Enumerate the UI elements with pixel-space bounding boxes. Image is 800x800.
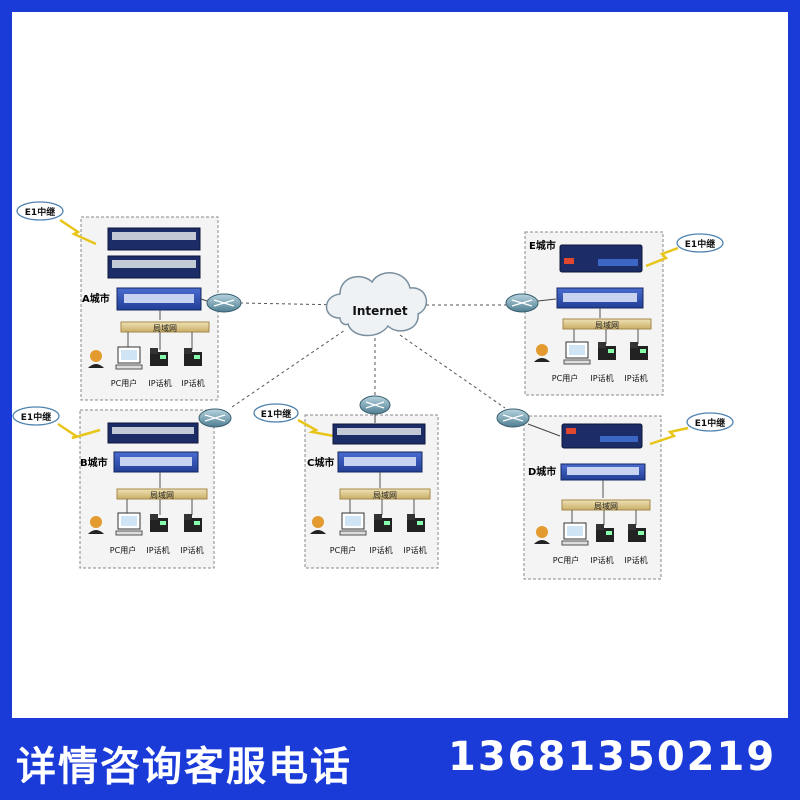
- device-label: IP话机: [148, 378, 171, 388]
- device-label: PC用户: [553, 555, 579, 565]
- device-label: PC用户: [110, 545, 136, 555]
- internet-cloud: Internet: [325, 272, 428, 337]
- ip-phone-icon: [184, 348, 202, 366]
- e1-cloud-icon: E1中继: [16, 201, 64, 221]
- lan-label: 局域网: [373, 490, 397, 500]
- pc-icon: [563, 341, 591, 365]
- gateway-device: [332, 423, 426, 445]
- switch-device: [556, 287, 644, 309]
- e1-cloud-icon: E1中继: [12, 406, 60, 426]
- lan-bar: [561, 499, 651, 511]
- city-label: D城市: [528, 465, 556, 478]
- router-icon: [496, 408, 530, 428]
- gateway-device: [559, 244, 643, 273]
- city-label: A城市: [82, 292, 110, 305]
- user-icon: [534, 526, 550, 544]
- e1-cloud-icon: E1中继: [253, 403, 299, 423]
- pc-icon: [115, 346, 143, 370]
- lan-bar: [120, 321, 210, 333]
- gateway-device: [107, 227, 201, 251]
- e1-label: E1中继: [695, 417, 725, 429]
- user-icon: [88, 516, 104, 534]
- ip-phone-icon: [630, 342, 648, 360]
- router-icon: [359, 395, 391, 415]
- internet-label: Internet: [352, 304, 407, 318]
- device-label: PC用户: [330, 545, 356, 555]
- pc-icon: [339, 512, 367, 536]
- ip-phone-icon: [628, 524, 646, 542]
- device-label: PC用户: [111, 378, 137, 388]
- phone-number: 13681350219: [448, 734, 777, 780]
- e1-cloud-icon: E1中继: [676, 233, 724, 253]
- switch-device: [113, 451, 199, 473]
- ip-phone-icon: [374, 514, 392, 532]
- device-label: IP话机: [180, 545, 203, 555]
- lan-bar: [116, 488, 208, 500]
- device-label: IP话机: [624, 373, 647, 383]
- gateway-device: [107, 422, 199, 444]
- city-a-group: E1中继 A城市 局域网 PC用户: [16, 201, 242, 401]
- router-icon: [505, 293, 539, 313]
- device-label: IP话机: [624, 555, 647, 565]
- switch-device: [560, 463, 646, 481]
- lan-bar: [339, 488, 431, 500]
- user-icon: [88, 350, 104, 368]
- city-c-group: E1中继 C城市 局域网 PC用户 IP话机 IP话机: [253, 395, 439, 569]
- router-icon: [198, 408, 232, 428]
- wan-links: [231, 302, 508, 409]
- device-label: PC用户: [552, 373, 578, 383]
- e1-label: E1中继: [25, 206, 55, 218]
- lan-label: 局域网: [153, 323, 177, 333]
- switch-device: [116, 287, 202, 311]
- ip-phone-icon: [407, 514, 425, 532]
- device-label: IP话机: [590, 373, 613, 383]
- e1-cloud-icon: E1中继: [686, 412, 734, 432]
- city-label: E城市: [529, 239, 556, 252]
- lightning-icon: [59, 218, 97, 246]
- lightning-icon: [57, 422, 101, 440]
- lightning-icon: [649, 426, 689, 446]
- user-icon: [534, 344, 550, 362]
- contact-label: 详情咨询客服电话: [16, 744, 352, 790]
- lan-bar: [562, 318, 652, 330]
- lan-label: 局域网: [595, 320, 619, 330]
- ip-phone-icon: [596, 524, 614, 542]
- city-b-group: E1中继 B城市 局域网 PC用户 IP话机 IP话机: [12, 406, 232, 569]
- ip-phone-icon: [598, 342, 616, 360]
- e1-label: E1中继: [21, 411, 51, 423]
- gateway-device: [107, 255, 201, 279]
- device-label: IP话机: [403, 545, 426, 555]
- ip-phone-icon: [184, 514, 202, 532]
- user-icon: [310, 516, 326, 534]
- pc-icon: [115, 512, 143, 536]
- switch-device: [337, 451, 423, 473]
- wan-link-d: [399, 334, 506, 409]
- device-label: IP话机: [590, 555, 613, 565]
- lightning-icon: [645, 246, 679, 268]
- pc-icon: [561, 522, 589, 546]
- e1-label: E1中继: [685, 238, 715, 250]
- ip-phone-icon: [150, 348, 168, 366]
- gateway-device: [561, 423, 643, 449]
- device-label: IP话机: [146, 545, 169, 555]
- city-label: B城市: [80, 456, 108, 469]
- device-label: IP话机: [369, 545, 392, 555]
- lightning-icon: [297, 418, 335, 438]
- wan-link-b: [231, 329, 346, 408]
- city-e-group: E城市 E1中继 局域网 PC用户 IP话机 IP话机: [505, 231, 724, 396]
- city-d-group: E1中继 D城市 局域网 PC用户 IP话机 IP话机: [496, 408, 734, 580]
- device-label: IP话机: [181, 378, 204, 388]
- router-icon: [206, 293, 242, 313]
- lan-label: 局域网: [150, 490, 174, 500]
- contact-footer: 详情咨询客服电话 13681350219: [0, 718, 800, 800]
- city-label: C城市: [307, 456, 334, 469]
- ip-phone-icon: [150, 514, 168, 532]
- lan-label: 局域网: [594, 501, 618, 511]
- e1-label: E1中继: [261, 408, 291, 420]
